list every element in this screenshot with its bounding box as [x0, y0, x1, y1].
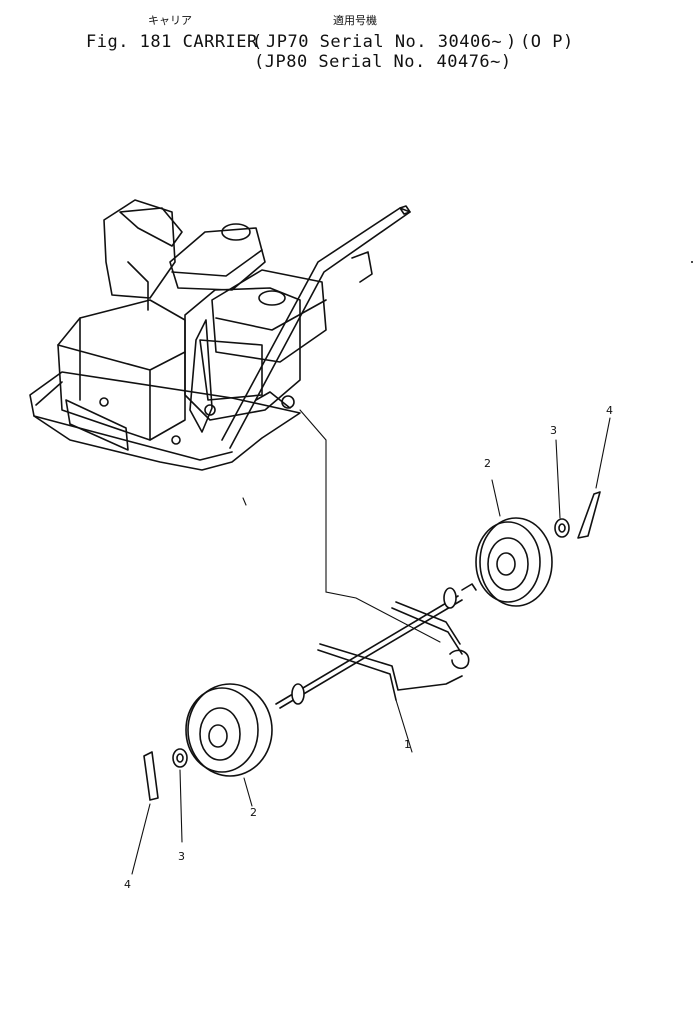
callout-right-cotter-pin: 4: [606, 404, 613, 417]
jp-title: キャリア: [148, 14, 192, 27]
callout-left-washer: 3: [178, 850, 185, 863]
callout-left-cotter-pin: 4: [124, 878, 131, 891]
callout-left-wheel: 2: [250, 806, 257, 819]
open-paren: (: [252, 32, 263, 52]
option-label: (O P): [520, 32, 574, 52]
carrier-axle-part: [275, 583, 477, 753]
callout-axle: 1: [404, 738, 411, 751]
figure-label: Fig. 181 CARRIER: [86, 32, 258, 52]
left-cotter-pin-part: [131, 751, 159, 875]
right-wheel-part: [475, 479, 553, 607]
serial-line-2: (JP80 Serial No. 40476~): [254, 52, 512, 72]
right-cotter-pin-part: [577, 417, 611, 539]
right-washer-part: [554, 439, 570, 538]
jp-applicable-label: 適用号機: [333, 14, 377, 27]
left-wheel-part: [185, 683, 273, 807]
callout-right-wheel: 2: [484, 457, 491, 470]
callout-right-washer: 3: [550, 424, 557, 437]
left-washer-part: [172, 748, 188, 843]
plate-compactor-drawing: [29, 199, 411, 471]
close-paren: ): [506, 32, 517, 52]
serial-line-1: JP70 Serial No. 30406~: [266, 32, 503, 52]
assembly-leader-line: [299, 409, 441, 643]
